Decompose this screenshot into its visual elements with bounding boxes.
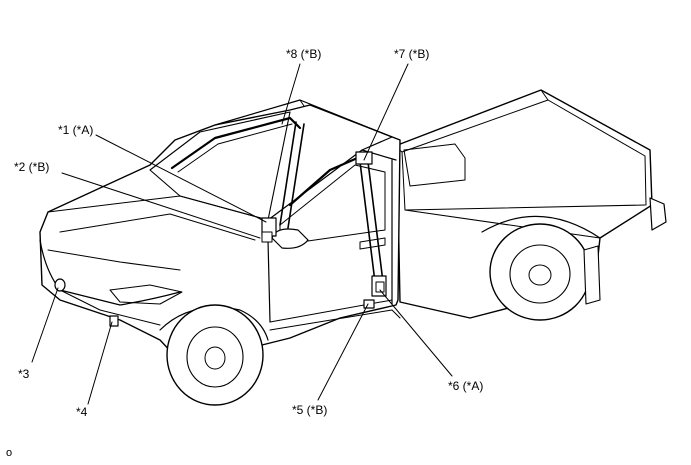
- front-seat-belt-right: [355, 151, 387, 297]
- front-seat-belt-left: [261, 121, 305, 243]
- callout-8: *8 (*B): [286, 47, 321, 61]
- callout-labels: *1 (*A) *2 (*B) *3 *4 *5 (*B) *6 (*A) *7…: [14, 47, 483, 419]
- curtain-shield-airbag: [170, 116, 364, 207]
- callout-4: *4: [76, 405, 88, 419]
- callout-2: *2 (*B): [14, 160, 49, 174]
- front-airbag-sensor-rh: [109, 315, 119, 327]
- mud-flap: [583, 245, 601, 305]
- figure-id: o: [6, 447, 13, 459]
- callout-7: *7 (*B): [394, 47, 429, 61]
- truck-illustration: [39, 89, 667, 406]
- front-wheel: [166, 304, 264, 406]
- callout-6: *6 (*A): [448, 379, 483, 393]
- side-airbag-sensor: [363, 299, 375, 309]
- front-airbag-sensor: [54, 278, 66, 292]
- leader-lines: [31, 63, 453, 405]
- callout-5: *5 (*B): [292, 403, 327, 417]
- callout-3: *3: [18, 367, 30, 381]
- rear-wheel: [489, 223, 591, 321]
- callout-1: *1 (*A): [58, 123, 93, 137]
- cab-body: [39, 99, 466, 373]
